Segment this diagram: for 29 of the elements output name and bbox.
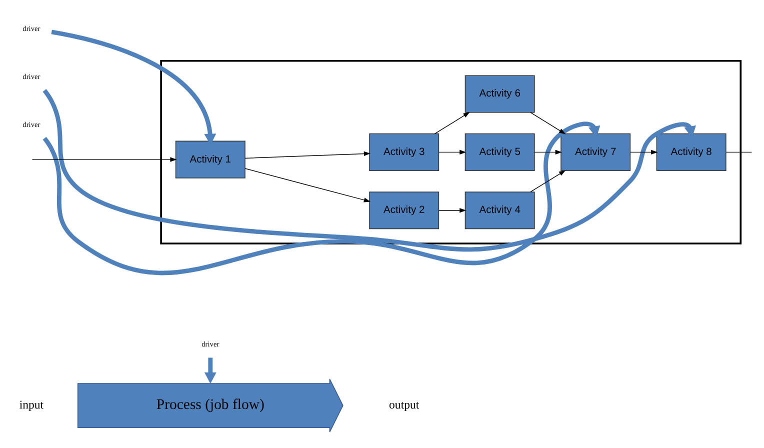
node-text: driver	[22, 72, 40, 81]
node-box: Activity 6	[464, 75, 535, 113]
arrow	[434, 112, 470, 134]
node-box: Activity 5	[464, 133, 535, 171]
arrow	[42, 122, 600, 276]
node-box: Activity 4	[464, 192, 535, 230]
node-box: Activity 3	[369, 133, 440, 171]
arrow	[204, 358, 216, 384]
arrow	[42, 89, 696, 252]
node-box: Activity 1	[175, 140, 246, 178]
arrow	[244, 168, 371, 202]
label: output	[389, 398, 420, 412]
node-text: driver	[22, 24, 40, 34]
arrow	[534, 150, 562, 155]
node-box: Activity 7	[560, 133, 631, 171]
arrow	[32, 157, 177, 162]
arrow	[530, 170, 566, 192]
node-text: driver	[202, 339, 220, 348]
label: input	[19, 398, 44, 412]
arrow	[244, 151, 371, 159]
cluster	[160, 60, 742, 244]
node-text: driver	[22, 120, 40, 129]
arrow	[438, 208, 466, 213]
node-box: Activity 2	[369, 192, 440, 230]
arrow	[530, 112, 566, 134]
arrow	[630, 150, 658, 155]
connector	[726, 152, 752, 153]
arrow	[438, 150, 466, 155]
node-box: Activity 8	[656, 133, 726, 171]
